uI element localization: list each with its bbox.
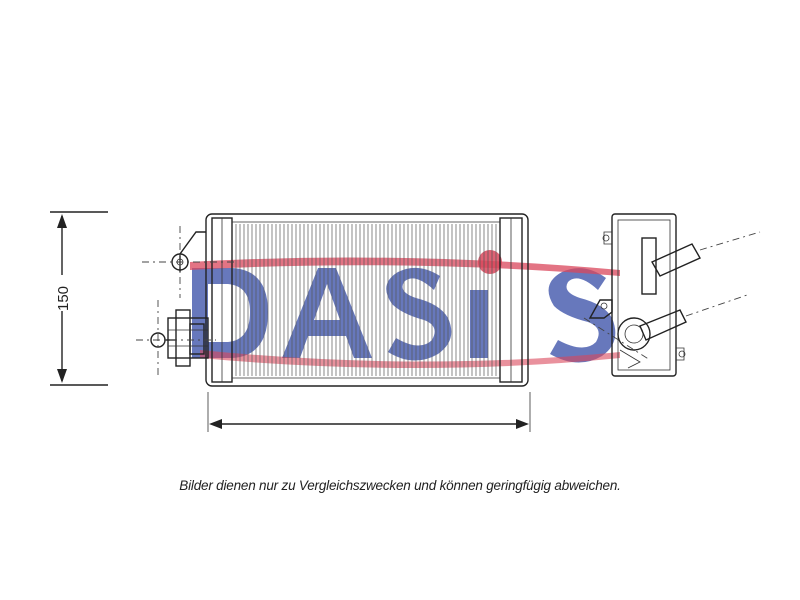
watermark-letter-a	[282, 268, 372, 358]
heater-core-front-view	[136, 213, 529, 387]
watermark-swoosh-lower	[200, 350, 620, 368]
watermark-letter-s1	[386, 267, 452, 361]
disclaimer-caption: Bilder dienen nur zu Vergleichszwecken u…	[179, 478, 621, 493]
width-dimension	[207, 392, 531, 432]
heater-core-fins	[235, 224, 497, 376]
watermark-letter-s2	[548, 268, 616, 363]
watermark-letter-i	[470, 290, 488, 358]
height-dimension-label: 150	[55, 286, 72, 311]
watermark-logo	[190, 250, 620, 368]
watermark-swoosh	[190, 257, 620, 276]
height-dimension: 150	[50, 211, 108, 386]
heater-core-side-view	[583, 213, 761, 377]
watermark-letter-d	[192, 268, 268, 358]
pipe-connector	[150, 309, 209, 367]
